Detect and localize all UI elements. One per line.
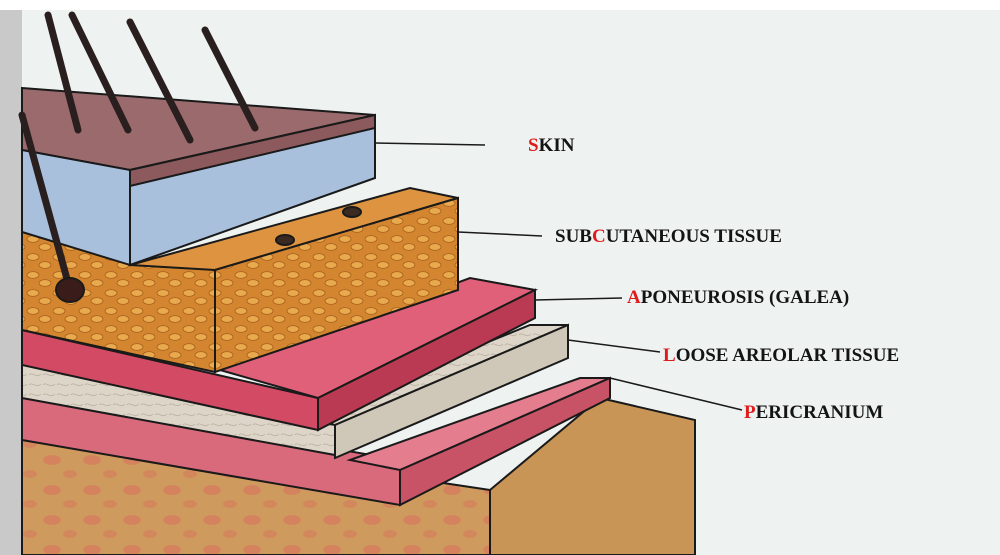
label-pericranium-rest: ERICRANIUM	[756, 402, 884, 423]
label-aponeurosis-rest: PONEUROSIS (GALEA)	[641, 287, 850, 308]
label-skin-rest: KIN	[539, 135, 575, 156]
hair-bulb	[56, 278, 84, 302]
label-aponeurosis: APONEUROSIS (GALEA)	[627, 287, 849, 308]
gland-1	[276, 235, 294, 245]
label-subcutaneous-before: SUB	[555, 226, 592, 247]
label-skin-initial: S	[528, 135, 539, 156]
label-loose-areolar-initial: L	[663, 345, 676, 366]
label-loose-areolar-rest: OOSE AREOLAR TISSUE	[676, 345, 900, 366]
label-loose-areolar-tissue: LOOSE AREOLAR TISSUE	[663, 345, 899, 366]
label-subcutaneous-tissue: SUBCUTANEOUS TISSUE	[555, 226, 782, 247]
label-aponeurosis-initial: A	[627, 287, 641, 308]
label-subcutaneous-initial: C	[592, 226, 606, 247]
label-subcutaneous-rest: UTANEOUS TISSUE	[606, 226, 782, 247]
left-frame-bar	[0, 0, 22, 555]
gland-2	[343, 207, 361, 217]
top-frame-bar	[0, 0, 1000, 10]
label-pericranium: PERICRANIUM	[744, 402, 883, 423]
label-skin: SKIN	[528, 135, 575, 156]
label-pericranium-initial: P	[744, 402, 756, 423]
